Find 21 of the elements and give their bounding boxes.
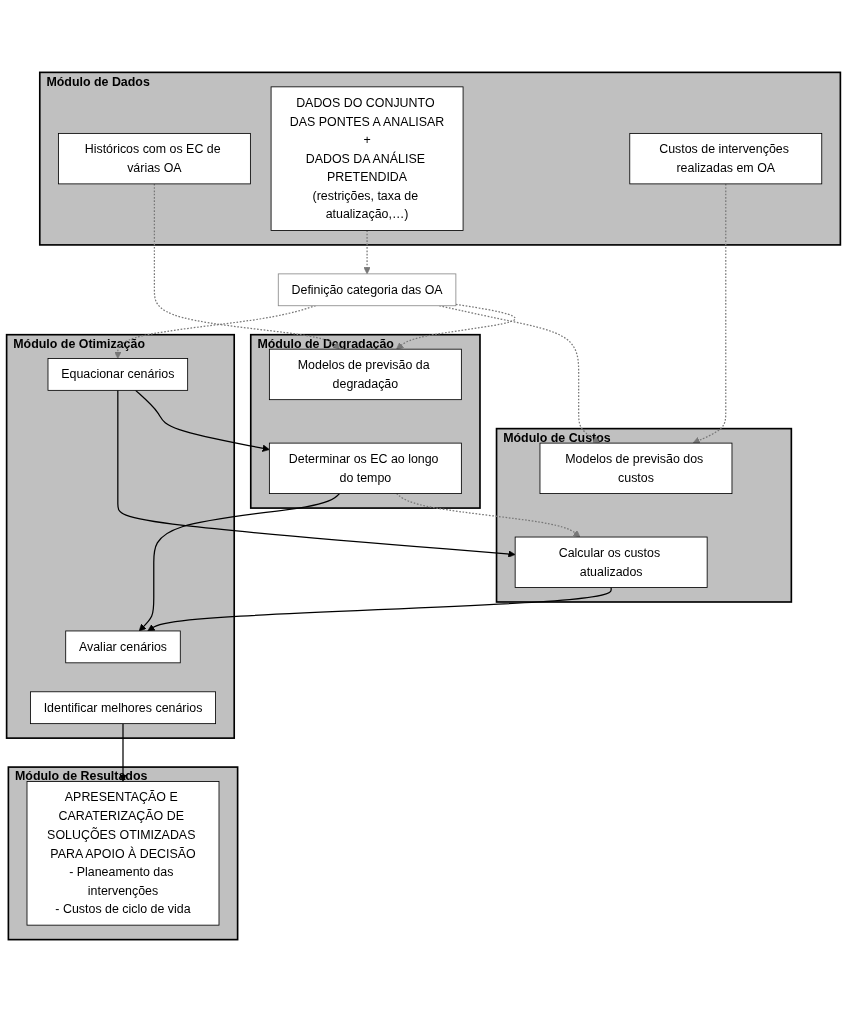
- node-box: Modelos de previsão da degradação: [268, 348, 462, 401]
- node-box: Identificar melhores cenários: [30, 691, 216, 725]
- node-box: Modelos de previsão dos custos: [539, 442, 733, 494]
- arrow: [138, 492, 341, 632]
- arrow: [396, 303, 516, 350]
- node-box: Equacionar cenários: [47, 358, 189, 391]
- arrow: [153, 183, 340, 350]
- node-box: Definição categoria das OA: [277, 273, 457, 307]
- node-box: Históricos com os EC de várias OA: [58, 133, 251, 185]
- arrow: [117, 389, 516, 558]
- arrow: [134, 389, 270, 452]
- arrow: [692, 183, 727, 444]
- node-box: DADOS DO CONJUNTO DAS PONTES A ANALISAR + DADOS DA ANÁLISE PRETENDIDA (restrições, taxa de atualização,…): [270, 86, 464, 231]
- node-box: Calcular os custos atualizados: [514, 536, 708, 588]
- arrow: [147, 586, 612, 632]
- node-box: Determinar os EC ao longo do tempo: [268, 442, 462, 494]
- arrow: [119, 723, 127, 782]
- node-box: APRESENTAÇÃO E CARATERIZAÇÃO DE SOLUÇÕES OTIMIZADAS PARA APOIO À DECISÃO - Planeamento das intervenções - Custos de ciclo de vida: [26, 781, 220, 926]
- node-box: Custos de intervenções realizadas em OA: [629, 133, 823, 185]
- arrow: [395, 492, 581, 538]
- node-box: Avaliar cenários: [65, 630, 181, 664]
